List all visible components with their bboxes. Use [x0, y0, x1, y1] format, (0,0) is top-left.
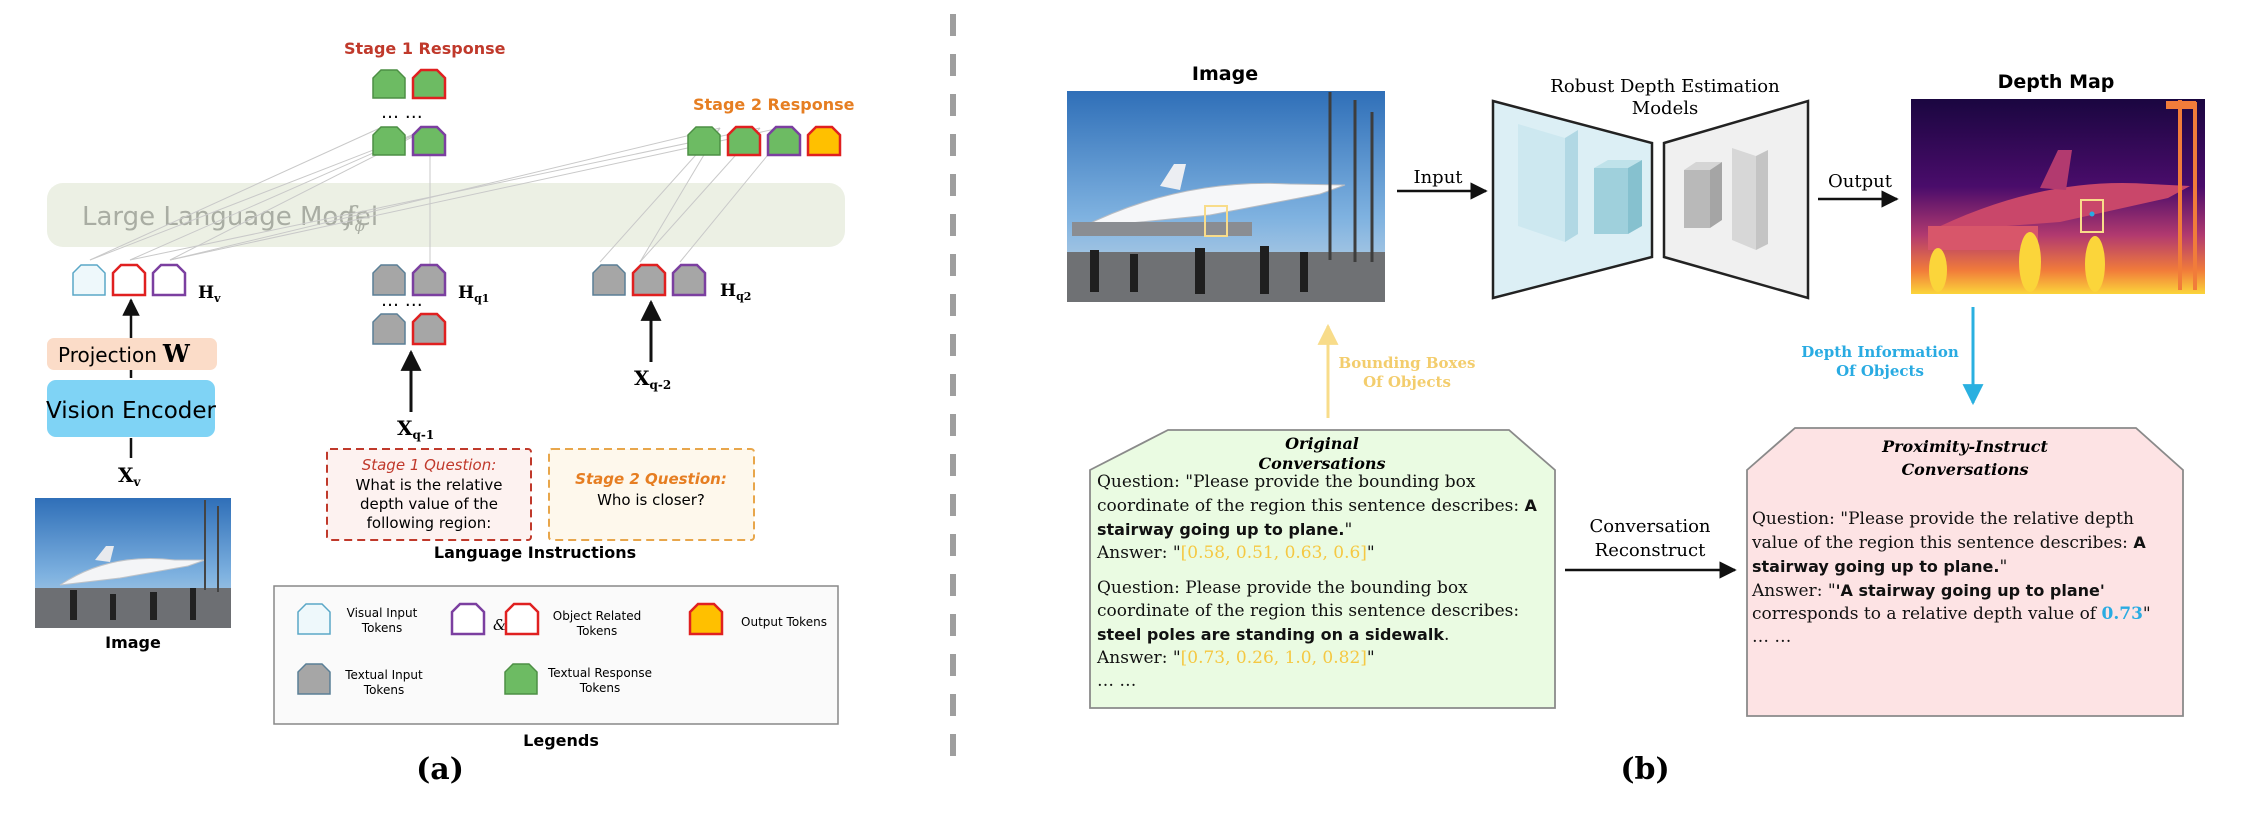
original-conversations-box [1089, 429, 1556, 709]
input-image-b [1067, 91, 1385, 302]
legends-title: Legends [523, 731, 599, 750]
conv-reconstruct-2: Reconstruct [1595, 540, 1706, 561]
stage1-question-line2: depth value of the [360, 495, 498, 513]
depth-map-title: Depth Map [1998, 71, 2115, 93]
stage2-question-text: Who is closer? [597, 491, 705, 509]
svg-text:Visual Input: Visual Input [347, 606, 418, 620]
orig-answer-2: Answer: "[0.73, 0.26, 1.0, 0.82]" [1097, 648, 1375, 668]
depth-info-label-2: Of Objects [1836, 362, 1924, 380]
legend-visual-token-icon [297, 603, 331, 635]
hq1-label: Hq1 [458, 283, 489, 305]
prox-answer: Answer: "'A stairway going up to plane' … [1752, 581, 2151, 624]
vision-encoder-label: Vision Encoder [46, 398, 217, 424]
svg-text:Tokens: Tokens [363, 683, 404, 697]
stage1-question-line3: following region: [367, 514, 492, 532]
svg-text:Tokens: Tokens [579, 681, 620, 695]
hq2-tokens [592, 263, 707, 297]
stage2-response-label: Stage 2 Response [693, 95, 855, 114]
svg-text:Textual Input: Textual Input [344, 668, 423, 682]
llm-label: Large Language Model [82, 202, 378, 232]
caption-b: (b) [1620, 752, 1669, 787]
original-conversations-text: Question: "Please provide the bounding b… [1097, 471, 1549, 693]
bbox-label-1: Bounding Boxes [1339, 354, 1476, 372]
xq1-label: Xq-1 [397, 416, 434, 442]
stage1-question-box [326, 448, 532, 541]
stage2-question-box [548, 448, 755, 541]
conv-reconstruct-1: Conversation [1589, 516, 1710, 537]
svg-text:Tokens: Tokens [576, 624, 617, 638]
stage2-question-title: Stage 2 Question: [575, 470, 727, 488]
svg-text:Output Tokens: Output Tokens [741, 615, 827, 629]
output-label: Output [1828, 171, 1893, 192]
legend-box [273, 585, 839, 725]
original-title-1: Original [1285, 434, 1359, 453]
stage1-response-label: Stage 1 Response [344, 39, 506, 58]
proximity-title-1: Proximity-Instruct [1881, 437, 2048, 456]
stage1-response-tokens [372, 68, 447, 157]
stage2-response-tokens [687, 125, 842, 157]
prox-ellipsis: … … [1752, 627, 1792, 647]
hv-label: Hv [198, 283, 221, 305]
orig-answer-1: Answer: "[0.58, 0.51, 0.63, 0.6]" [1097, 543, 1375, 563]
hq1-tokens [372, 263, 447, 346]
legend-output-token-icon [688, 602, 724, 636]
orig-ellipsis: … … [1097, 671, 1137, 691]
caption-a: (a) [416, 752, 464, 787]
stage1-question-line1: What is the relative [356, 476, 503, 494]
image-label-a: Image [105, 633, 161, 652]
depth-model-decoder [1662, 99, 1810, 300]
xv-label: Xv [118, 463, 142, 489]
legend-object-token-icon-purple [450, 602, 486, 636]
stage1-question-title: Stage 1 Question: [362, 456, 497, 474]
vision-encoder-box [47, 380, 215, 437]
robust-title-1: Robust Depth Estimation [1550, 76, 1780, 97]
depth-info-label-1: Depth Information [1801, 343, 1959, 361]
hv-tokens [72, 263, 187, 297]
prox-question: Question: "Please provide the relative d… [1752, 509, 2146, 577]
robust-title-2: Models [1632, 98, 1698, 119]
bbox-label-2: Of Objects [1363, 373, 1451, 391]
hq2-label: Hq2 [720, 281, 751, 303]
image-title-b: Image [1192, 63, 1258, 85]
input-label: Input [1413, 167, 1463, 188]
depth-map-image [1911, 99, 2205, 294]
stage1-dots: … … [381, 102, 423, 123]
projection-box [47, 338, 217, 370]
language-instructions-label: Language Instructions [434, 543, 636, 562]
svg-text:Tokens: Tokens [361, 621, 402, 635]
input-image-a [35, 498, 231, 628]
svg-text:Textual Response: Textual Response [547, 666, 652, 680]
legend-response-token-icon [504, 663, 538, 695]
proximity-conversations-box [1746, 427, 2184, 717]
proximity-conversations-text: Question: "Please provide the relative d… [1752, 508, 2176, 649]
xq2-label: Xq-2 [634, 366, 671, 392]
svg-text:&: & [493, 616, 506, 634]
original-title-2: Conversations [1258, 454, 1385, 473]
legend-object-token-icon-red [504, 602, 540, 636]
orig-question-1: Question: "Please provide the bounding b… [1097, 472, 1537, 540]
svg-text:Object Related: Object Related [553, 609, 641, 623]
orig-question-2: Question: Please provide the bounding bo… [1097, 578, 1520, 645]
hq1-dots: … … [381, 290, 423, 311]
legend-items: Visual Input Tokens & Object Related Tok… [297, 602, 827, 697]
proximity-title-2: Conversations [1901, 460, 2028, 479]
legend-textual-token-icon [297, 663, 331, 695]
depth-model-encoder [1491, 99, 1654, 300]
